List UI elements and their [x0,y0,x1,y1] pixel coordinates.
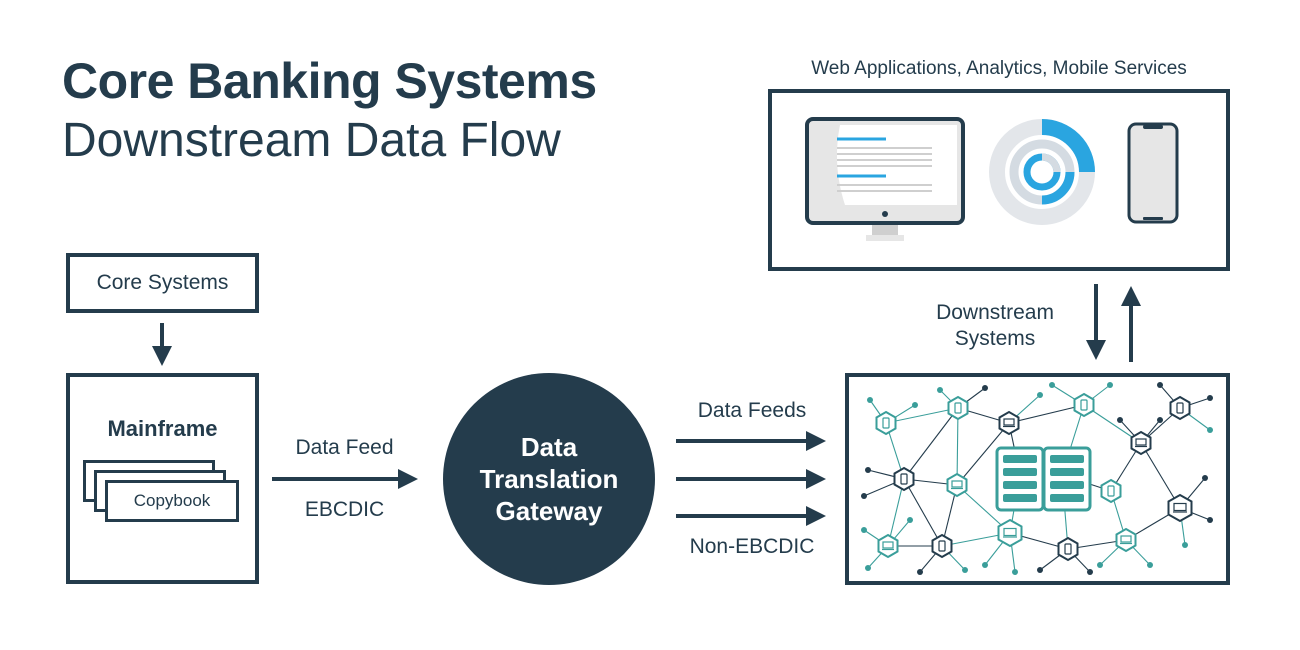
downstream-systems-label: Downstream Systems [936,301,1054,350]
node-phone-6 [1100,478,1122,504]
network-endpoint-dots [861,382,1213,575]
node-phone-8 [1057,536,1079,562]
data-feed-label: Data Feed [295,436,394,459]
title-line-1: Core Banking Systems [62,53,597,109]
node-laptop-4 [1167,493,1193,523]
node-laptop-5 [997,518,1023,548]
data-feeds-label: Data Feeds [697,399,807,422]
node-phone-1 [875,410,897,436]
node-phone-2 [947,395,969,421]
node-laptop-3 [946,472,968,498]
core-systems-box: Core Systems [66,253,259,313]
core-systems-label: Core Systems [96,271,229,294]
server-icon-right [1042,446,1092,512]
node-laptop-1 [998,410,1020,436]
non-ebcdic-label: Non-EBCDIC [689,535,815,558]
data-translation-gateway: Data Translation Gateway [443,373,655,585]
smartphone-icon [1127,122,1179,224]
node-phone-3 [1073,392,1095,418]
node-phone-5 [893,466,915,492]
node-laptop-6 [877,533,899,559]
network-nodes [875,392,1193,562]
server-icon-left [995,446,1045,512]
mainframe-label: Mainframe [107,416,218,441]
ebcdic-label: EBCDIC [304,498,385,521]
monitor-icon [805,117,965,241]
node-phone-7 [931,533,953,559]
copybook-label: Copybook [133,491,211,510]
web-apps-label: Web Applications, Analytics, Mobile Serv… [811,58,1187,79]
node-laptop-7 [1115,527,1137,553]
title-line-2: Downstream Data Flow [62,114,561,167]
donut-chart-icon [989,119,1095,225]
copybook-card-front: Copybook [105,480,239,522]
node-phone-4 [1169,395,1191,421]
node-laptop-2 [1130,430,1152,456]
gateway-label: Data Translation Gateway [479,432,619,526]
